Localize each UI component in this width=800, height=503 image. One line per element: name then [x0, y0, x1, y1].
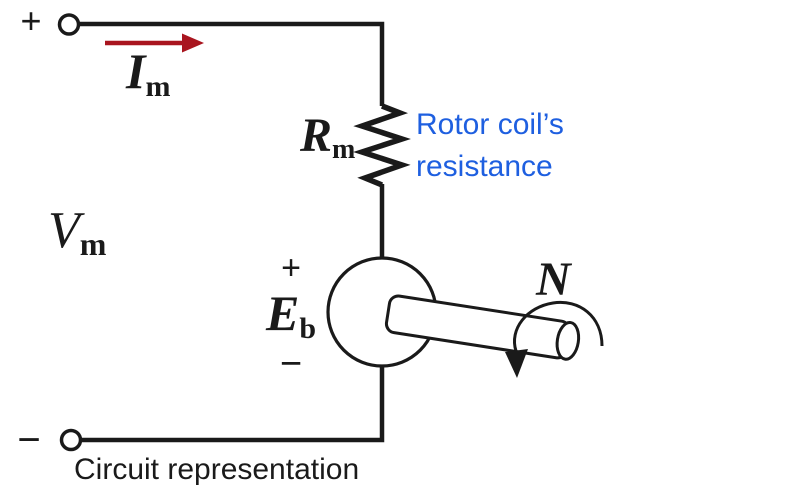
wire-top — [79, 21, 385, 106]
resistor-note-line1: Rotor coil’s — [416, 108, 564, 141]
shaft-end-cap — [555, 320, 581, 361]
label-backemf-minus: − — [280, 343, 302, 385]
terminal-positive — [57, 13, 81, 36]
label-current: Im — [125, 43, 170, 103]
caption: Circuit representation — [74, 453, 359, 486]
label-speed: N — [535, 253, 573, 306]
label-terminal-plus: + — [20, 0, 41, 41]
label-voltage: Vm — [48, 202, 107, 262]
label-backemf: Eb — [265, 285, 316, 345]
motor-shaft-group — [384, 294, 581, 361]
rotation-arrowhead — [505, 349, 528, 378]
label-resistance: Rm — [299, 109, 355, 165]
terminal-negative — [59, 428, 83, 452]
resistor-note: Rotor coil’s resistance — [416, 108, 564, 183]
wires — [79, 21, 411, 443]
current-arrow-head — [182, 33, 204, 53]
label-backemf-plus: + — [281, 249, 301, 287]
wire-motor-to-bottom — [81, 364, 385, 443]
rotation-arc — [513, 300, 604, 352]
resistor-note-line2: resistance — [416, 150, 553, 183]
resistor-zigzag — [353, 103, 411, 188]
label-terminal-minus: − — [17, 418, 40, 462]
